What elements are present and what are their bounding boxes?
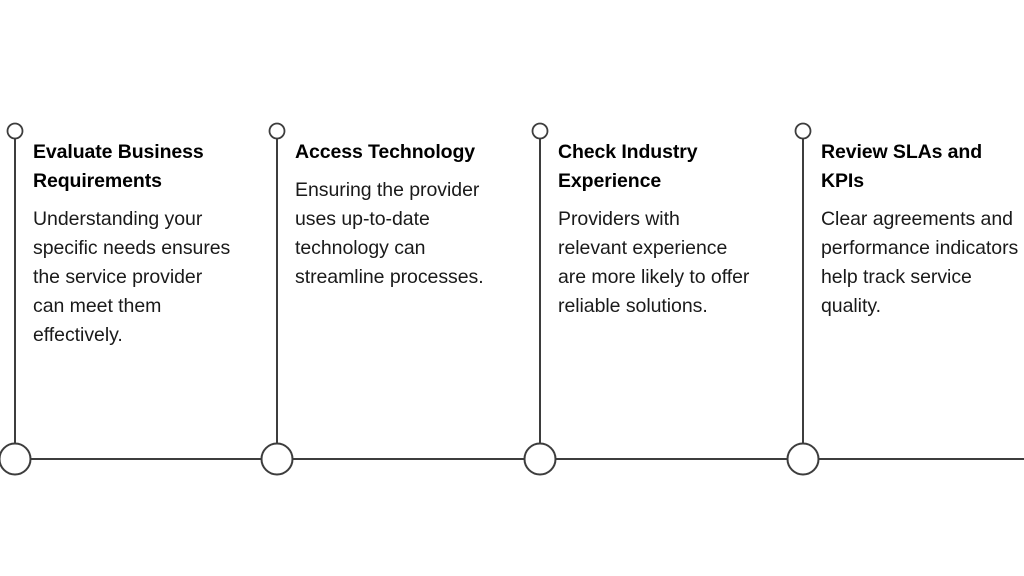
timeline-step-4: Review SLAs and KPIs Clear agreements an… <box>821 138 1021 321</box>
timeline-step-2: Access Technology Ensuring the provider … <box>295 138 490 292</box>
step-body-4: Clear agreements and performance indicat… <box>821 208 1019 317</box>
step-marker-small-1 <box>6 122 24 140</box>
step-node-1 <box>0 442 32 476</box>
step-node-2 <box>260 442 294 476</box>
step-heading-2: Access Technology <box>295 141 475 163</box>
timeline-step-3: Check Industry Experience Providers with… <box>558 138 753 321</box>
step-node-3 <box>523 442 557 476</box>
step-heading-1: Evaluate Business Requirements <box>33 141 204 192</box>
step-heading-3: Check Industry Experience <box>558 141 698 192</box>
step-node-4 <box>786 442 820 476</box>
step-body-2: Ensuring the provider uses up-to-date te… <box>295 179 484 288</box>
step-body-3: Providers with relevant experience are m… <box>558 208 750 317</box>
step-marker-small-3 <box>531 122 549 140</box>
step-heading-4: Review SLAs and KPIs <box>821 141 983 192</box>
step-marker-small-4 <box>794 122 812 140</box>
step-marker-small-2 <box>268 122 286 140</box>
step-body-1: Understanding your specific needs ensure… <box>33 208 231 346</box>
timeline-step-1: Evaluate Business Requirements Understan… <box>33 138 238 350</box>
